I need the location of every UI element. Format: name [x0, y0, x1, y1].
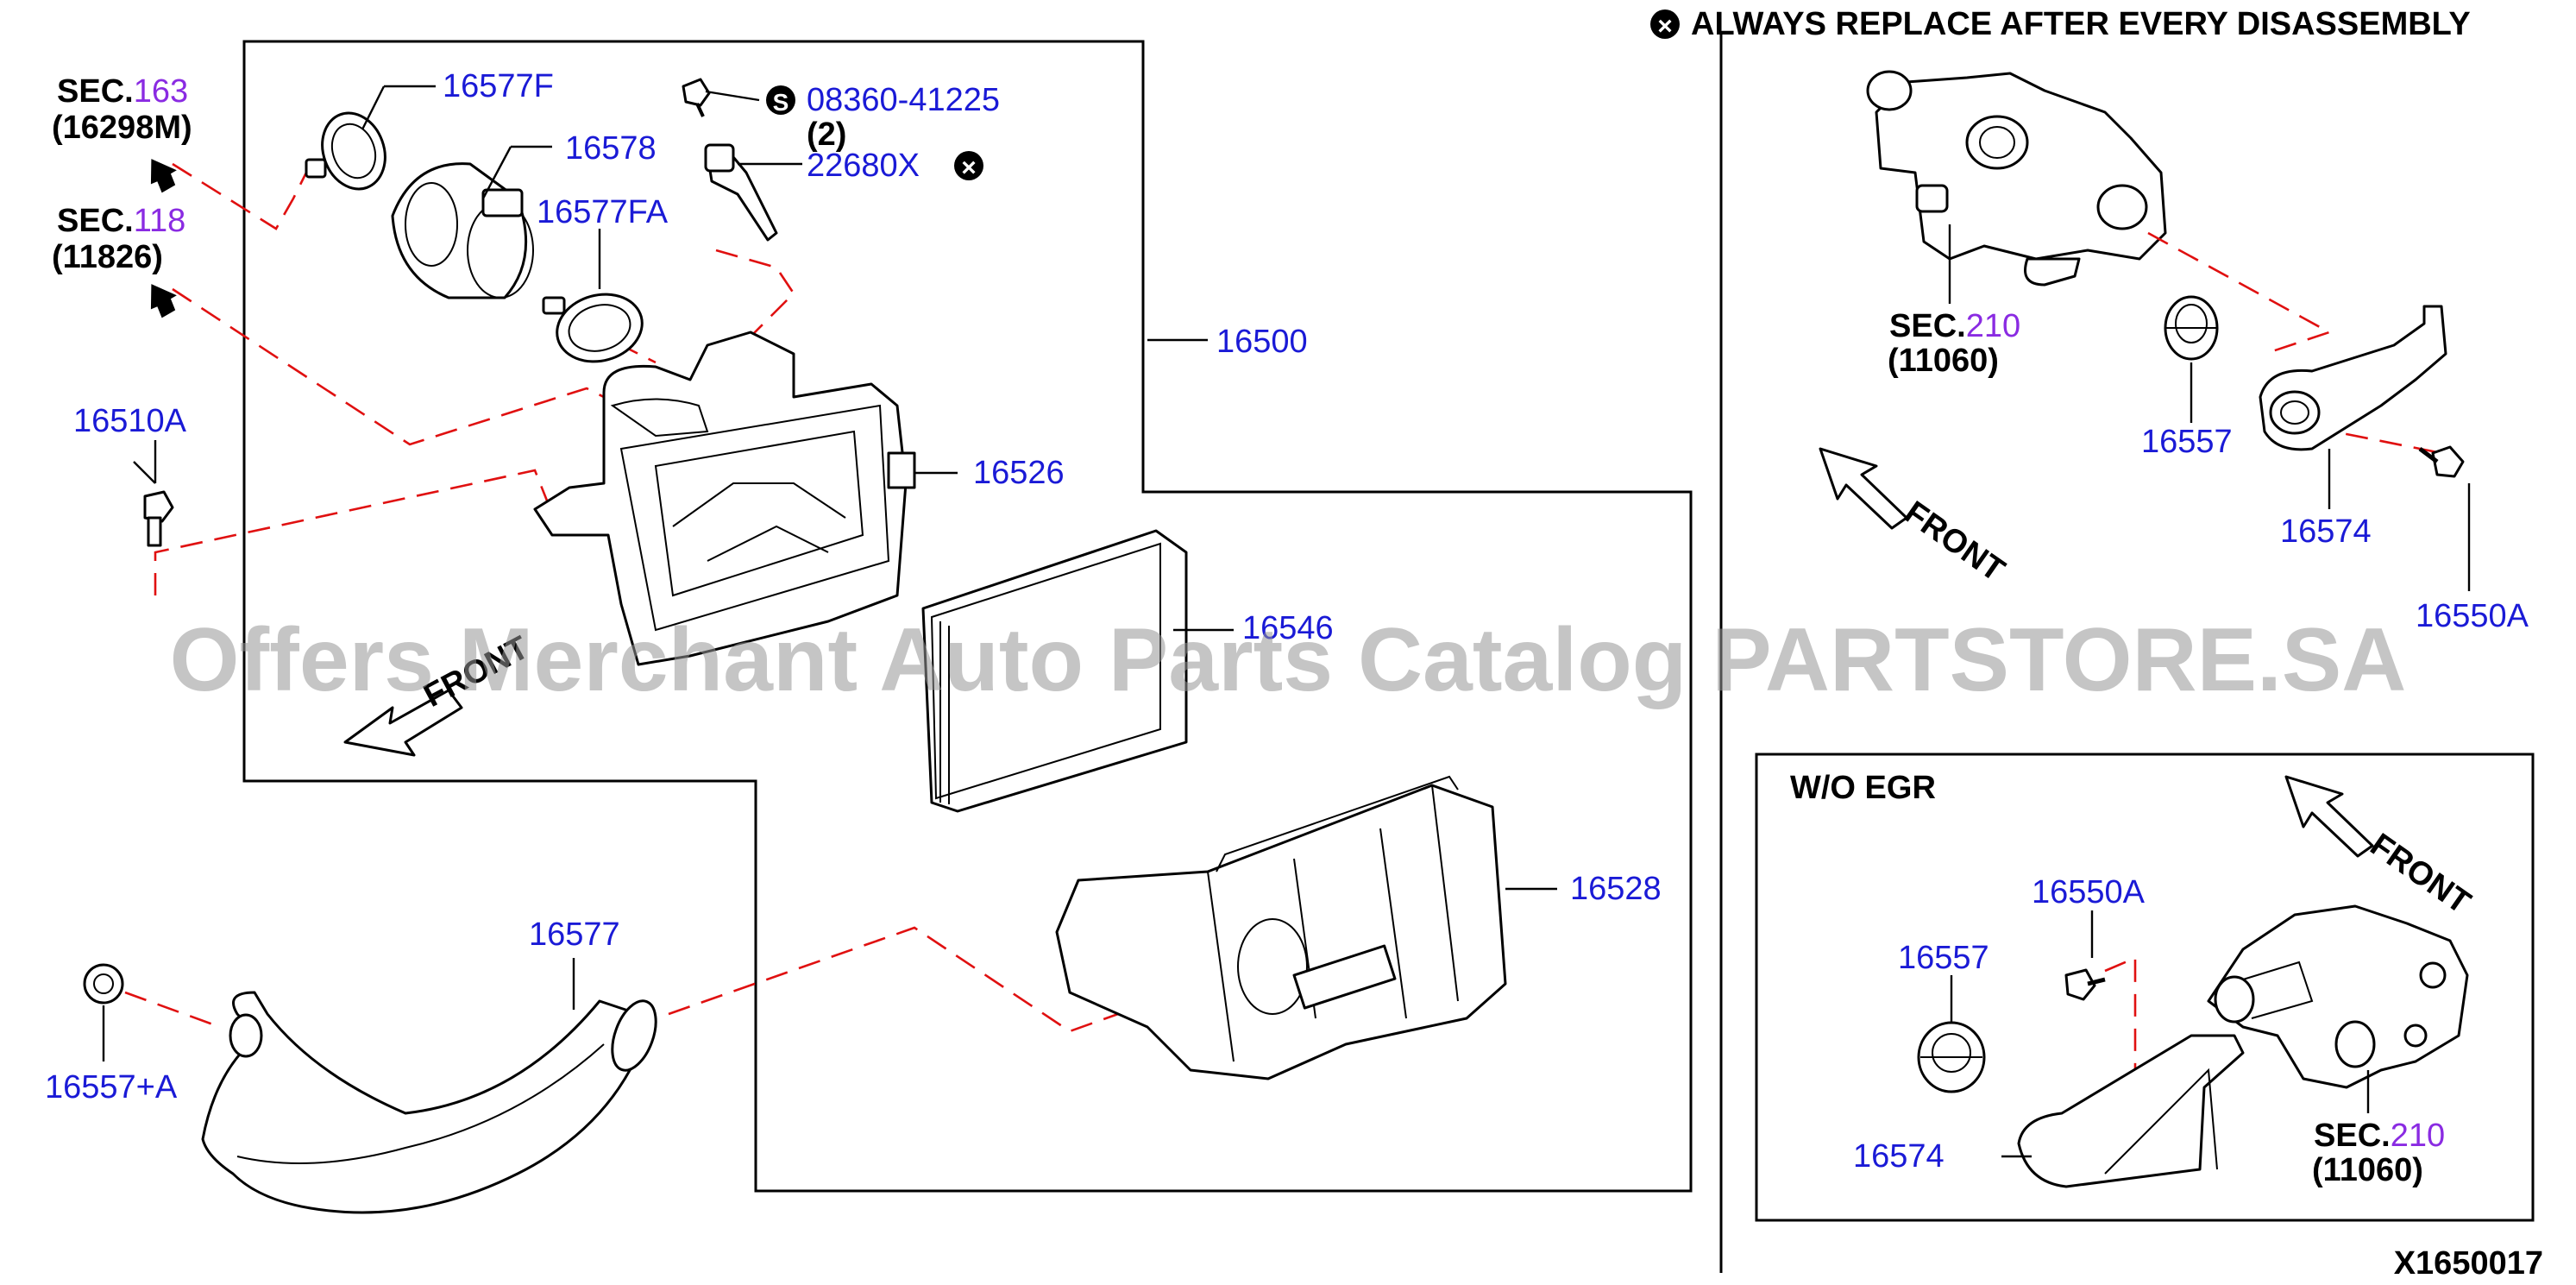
leader-line	[481, 146, 512, 199]
filter-element-16546[interactable]	[921, 529, 1188, 813]
replace-symbol-icon	[1650, 9, 1680, 39]
leader-line	[133, 461, 156, 484]
leader-dash	[2104, 956, 2192, 1099]
svg-text:S: S	[773, 89, 789, 116]
part-label-16510A[interactable]: 16510A	[73, 403, 187, 439]
leader-line	[705, 90, 760, 102]
part-label-16557-upper[interactable]: 16557	[2141, 424, 2233, 460]
bracket-16574-inset[interactable]	[2017, 1034, 2245, 1188]
clamp-16577FA[interactable]	[542, 285, 650, 370]
svg-text:FRONT: FRONT	[1898, 494, 2011, 589]
part-label-22680X[interactable]: 22680X	[807, 148, 920, 184]
part-label-16574-upper[interactable]: 16574	[2280, 513, 2372, 550]
clamp-16577F[interactable]	[305, 104, 395, 198]
svg-text:(11060): (11060)	[2312, 1152, 2423, 1188]
grommet-16557-upper[interactable]	[2164, 295, 2219, 361]
svg-text:08360-41225: 08360-41225	[807, 82, 1000, 118]
part-label-16526[interactable]: 16526	[973, 455, 1065, 491]
screw-spec[interactable]: S 08360-41225 (2)	[766, 82, 1000, 153]
s-badge-icon	[766, 85, 795, 115]
svg-text:×: ×	[961, 154, 977, 182]
leader-dash	[2147, 231, 2333, 356]
bolt-16550A-upper[interactable]	[2418, 445, 2465, 478]
part-label-16577[interactable]: 16577	[529, 917, 620, 953]
inset-box-wo-egr	[1755, 753, 2535, 1222]
svg-text:(11826): (11826)	[52, 239, 163, 275]
part-label-16557A[interactable]: 16557+A	[45, 1069, 178, 1105]
section-ref-118[interactable]: SEC.118 (11826)	[52, 203, 185, 275]
svg-text:FRONT: FRONT	[2364, 827, 2477, 921]
water-outlet-upper[interactable]	[1866, 70, 2167, 287]
leader-line	[361, 85, 386, 130]
grommet-16557-inset[interactable]	[1917, 1021, 1986, 1093]
replace-symbol-icon	[954, 151, 983, 180]
leader-dash	[172, 162, 312, 230]
leader-dash	[154, 469, 554, 595]
part-label-16500[interactable]: 16500	[1216, 324, 1308, 360]
bracket-16574-upper[interactable]	[2259, 305, 2447, 451]
grommet-16557A[interactable]	[83, 963, 124, 1005]
airflow-meter-16578[interactable]	[391, 162, 534, 299]
svg-text:(2): (2)	[807, 117, 846, 153]
svg-text:SEC.163: SEC.163	[57, 73, 188, 110]
svg-text:SEC.210: SEC.210	[1889, 308, 2020, 344]
leader-dash	[715, 249, 795, 346]
part-label-16528[interactable]: 16528	[1570, 871, 1662, 907]
air-duct-16577[interactable]	[201, 991, 664, 1214]
section-ref-210-inset[interactable]: SEC.210 (11060)	[2312, 1118, 2445, 1188]
svg-text:(11060): (11060)	[1888, 343, 1999, 379]
air-cleaner-case-16528[interactable]	[1055, 775, 1507, 1080]
sensor-22680X[interactable]	[704, 143, 778, 242]
diagram-id: X1650017	[2394, 1245, 2543, 1281]
bolt-16550A-inset[interactable]	[2064, 968, 2106, 1001]
part-label-16574-inset[interactable]: 16574	[1853, 1138, 1945, 1175]
part-label-16550A-inset[interactable]: 16550A	[2032, 874, 2146, 910]
part-label-16557-inset[interactable]: 16557	[1898, 940, 1989, 976]
leader-dash	[668, 926, 1191, 1033]
notice-text: ALWAYS REPLACE AFTER EVERY DISASSEMBLY	[1691, 6, 2471, 42]
part-label-16578[interactable]: 16578	[565, 130, 657, 167]
part-label-16577FA[interactable]: 16577FA	[537, 194, 669, 230]
assembly-outline-16500	[242, 40, 1693, 1193]
watermark: Offers Merchant Auto Parts Catalog PARTS…	[170, 610, 2407, 710]
arrow-icon	[150, 159, 177, 193]
part-label-16577F[interactable]: 16577F	[443, 68, 554, 104]
notice-banner: × ALWAYS REPLACE AFTER EVERY DISASSEMBLY	[1650, 6, 2471, 42]
section-ref-163[interactable]: SEC.163 (16298M)	[52, 73, 192, 146]
svg-text:SEC.118: SEC.118	[57, 203, 185, 239]
section-ref-210-upper[interactable]: SEC.210 (11060)	[1888, 308, 2020, 379]
svg-text:×: ×	[1657, 12, 1673, 41]
air-cleaner-cover-16526[interactable]	[533, 331, 916, 666]
part-label-16550A-upper[interactable]: 16550A	[2416, 598, 2529, 634]
screw-08360-41225[interactable]	[682, 78, 711, 117]
svg-text:SEC.210: SEC.210	[2314, 1118, 2445, 1154]
leader-dash	[124, 991, 221, 1029]
front-arrow-inset: FRONT	[2284, 775, 2477, 921]
water-outlet-inset[interactable]	[2207, 904, 2469, 1089]
svg-text:(16298M): (16298M)	[52, 110, 192, 146]
arrow-icon	[150, 284, 177, 318]
part-label-16546[interactable]: 16546	[1242, 610, 1334, 646]
front-arrow-upper-right: FRONT	[1819, 447, 2011, 589]
bolt-16510A[interactable]	[143, 490, 174, 547]
inset-title: W/O EGR	[1790, 770, 1936, 806]
